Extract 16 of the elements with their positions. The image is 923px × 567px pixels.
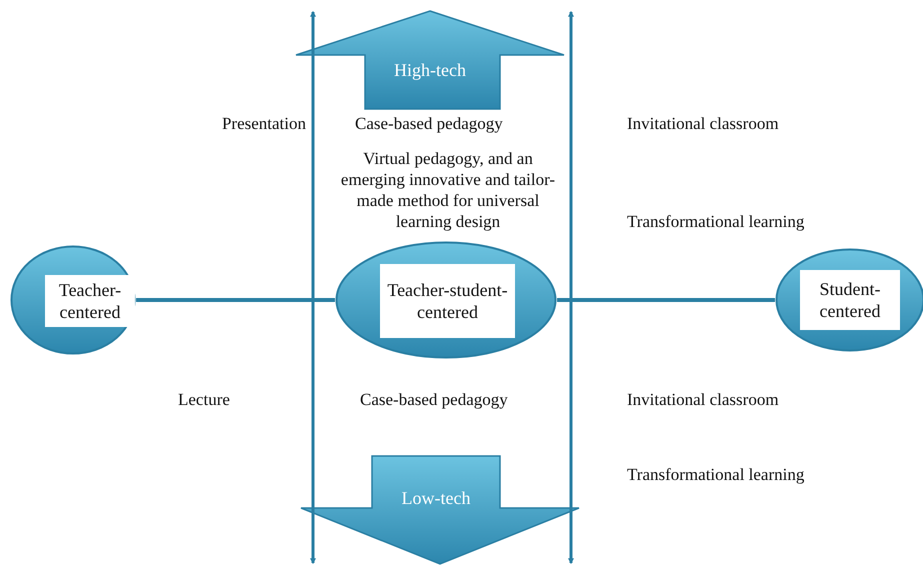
text-label: Case-based pedagogy [355,113,503,134]
text-label: Case-based pedagogy [360,389,508,410]
text-label: Invitational classroom [627,389,779,410]
node-label: Teacher-student-centered [380,264,515,338]
node-label: Teacher-centered [45,275,135,327]
text-label: Transformational learning [627,464,804,485]
text-label: Presentation [222,113,306,134]
arrow-label: High-tech [394,60,466,81]
text-label: Transformational learning [627,211,804,232]
connector-line [136,298,335,302]
arrow-label: Low-tech [402,488,470,509]
text-label: Invitational classroom [627,113,779,134]
node-label: Student-centered [800,270,900,330]
connector-line [557,298,775,302]
text-label: Lecture [178,389,230,410]
text-label: Virtual pedagogy, and an emerging innovative and tailor-made method for universal learning design [340,148,556,232]
